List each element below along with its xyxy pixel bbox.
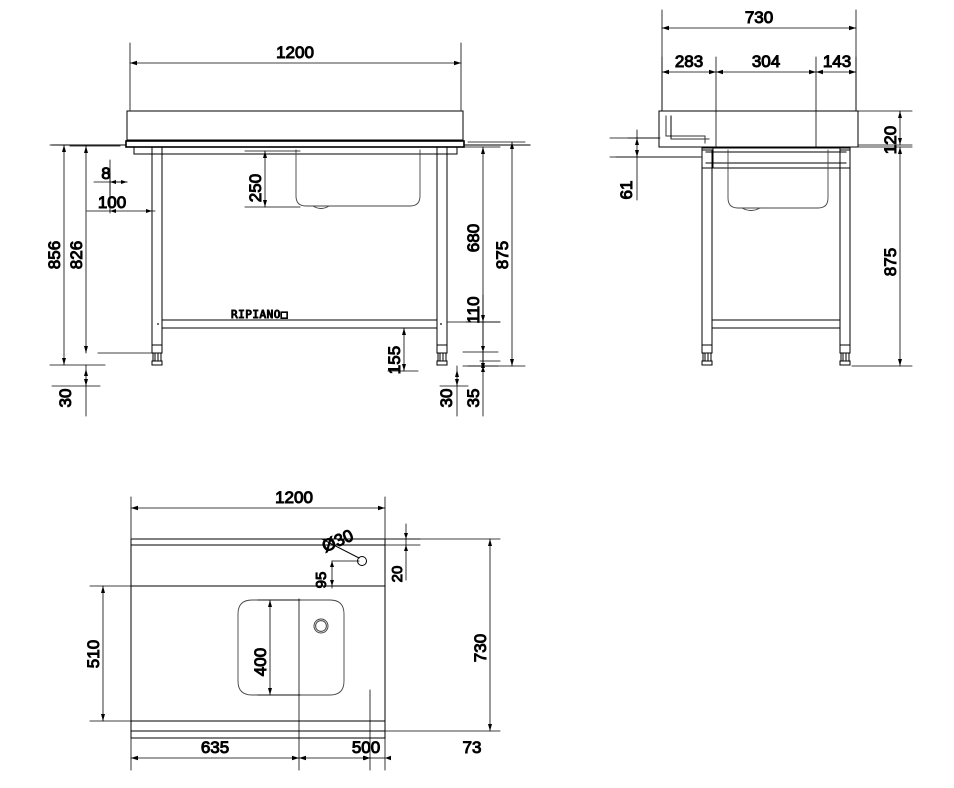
side-elevation-view: 730 283 304 143 120 [609, 8, 913, 367]
front-sink-bowl [295, 149, 421, 209]
dim-label-front-680: 680 [464, 224, 483, 252]
dim-side-120 [857, 110, 913, 146]
side-lower-rail [711, 319, 841, 329]
dim-front-856 [49, 144, 106, 366]
dim-front-100 [86, 159, 156, 214]
dim-plan-510 [89, 585, 132, 722]
plan-view: Ø30 95 1200 20 [84, 488, 501, 771]
dim-label-front-110: 110 [464, 296, 483, 323]
dim-label-front-826: 826 [67, 241, 86, 269]
dim-label-front-875: 875 [493, 241, 512, 269]
dim-front-250 [244, 150, 301, 208]
dim-label-plan-hole-dia: Ø30 [319, 526, 356, 556]
dim-label-side-304: 304 [752, 52, 780, 71]
front-elevation-view: RIPIANO□ 1200 8 100 [45, 42, 531, 417]
dim-label-side-143: 143 [823, 52, 851, 71]
dim-side-61 [615, 129, 701, 201]
dim-label-front-width: 1200 [276, 43, 314, 62]
side-legs [701, 149, 851, 366]
dim-plan-95 [330, 560, 360, 589]
dim-front-155 [387, 327, 419, 372]
dim-front-30-left [51, 364, 101, 417]
dim-label-front-100: 100 [98, 193, 126, 212]
dim-label-front-155: 155 [385, 346, 404, 374]
dim-label-plan-depth: 730 [471, 634, 490, 662]
dim-label-plan-20: 20 [389, 566, 406, 583]
dim-front-35 [462, 346, 499, 417]
plan-sink-bowl [237, 599, 345, 696]
dim-label-front-856: 856 [45, 241, 64, 269]
dim-label-plan-400: 400 [251, 648, 270, 676]
dim-plan-730 [385, 538, 501, 732]
side-sink-bowl [727, 149, 829, 211]
front-legs [151, 146, 448, 366]
side-worktop-profile [658, 110, 859, 148]
dim-label-front-30-left: 30 [56, 389, 75, 408]
dim-side-875 [851, 146, 913, 367]
dim-label-front-250: 250 [246, 174, 265, 202]
dim-label-side-875: 875 [881, 248, 900, 276]
plan-drain-hole [313, 618, 329, 634]
dim-label-side-120: 120 [881, 126, 900, 154]
plan-worktop-outline [130, 538, 386, 739]
dim-label-plan-635: 635 [201, 738, 229, 757]
dim-label-side-61: 61 [617, 181, 636, 200]
dim-plan-1200 [130, 496, 386, 539]
dim-front-826 [69, 145, 153, 354]
dim-plan-bottom-chain [130, 598, 391, 771]
shelf-label: RIPIANO□ [231, 308, 288, 321]
dim-label-plan-510: 510 [84, 640, 103, 668]
dim-label-plan-width: 1200 [275, 488, 313, 507]
dim-label-side-730: 730 [745, 8, 773, 27]
front-worktop-body [126, 110, 464, 141]
dim-front-30-right [439, 365, 469, 417]
dim-front-width-1200 [129, 42, 462, 111]
front-apron [133, 146, 458, 155]
front-shelf [157, 319, 442, 329]
dim-side-segments [661, 56, 857, 149]
dim-label-front-35: 35 [464, 389, 483, 408]
dim-label-front-8: 8 [101, 164, 110, 183]
dim-plan-400 [257, 599, 301, 696]
front-worktop-slab [125, 140, 465, 148]
dim-label-front-30-right: 30 [437, 389, 456, 408]
dim-label-plan-73: 73 [463, 738, 482, 757]
dim-label-plan-95: 95 [313, 572, 330, 589]
dim-label-plan-500: 500 [352, 738, 380, 757]
dim-label-side-283: 283 [675, 52, 703, 71]
